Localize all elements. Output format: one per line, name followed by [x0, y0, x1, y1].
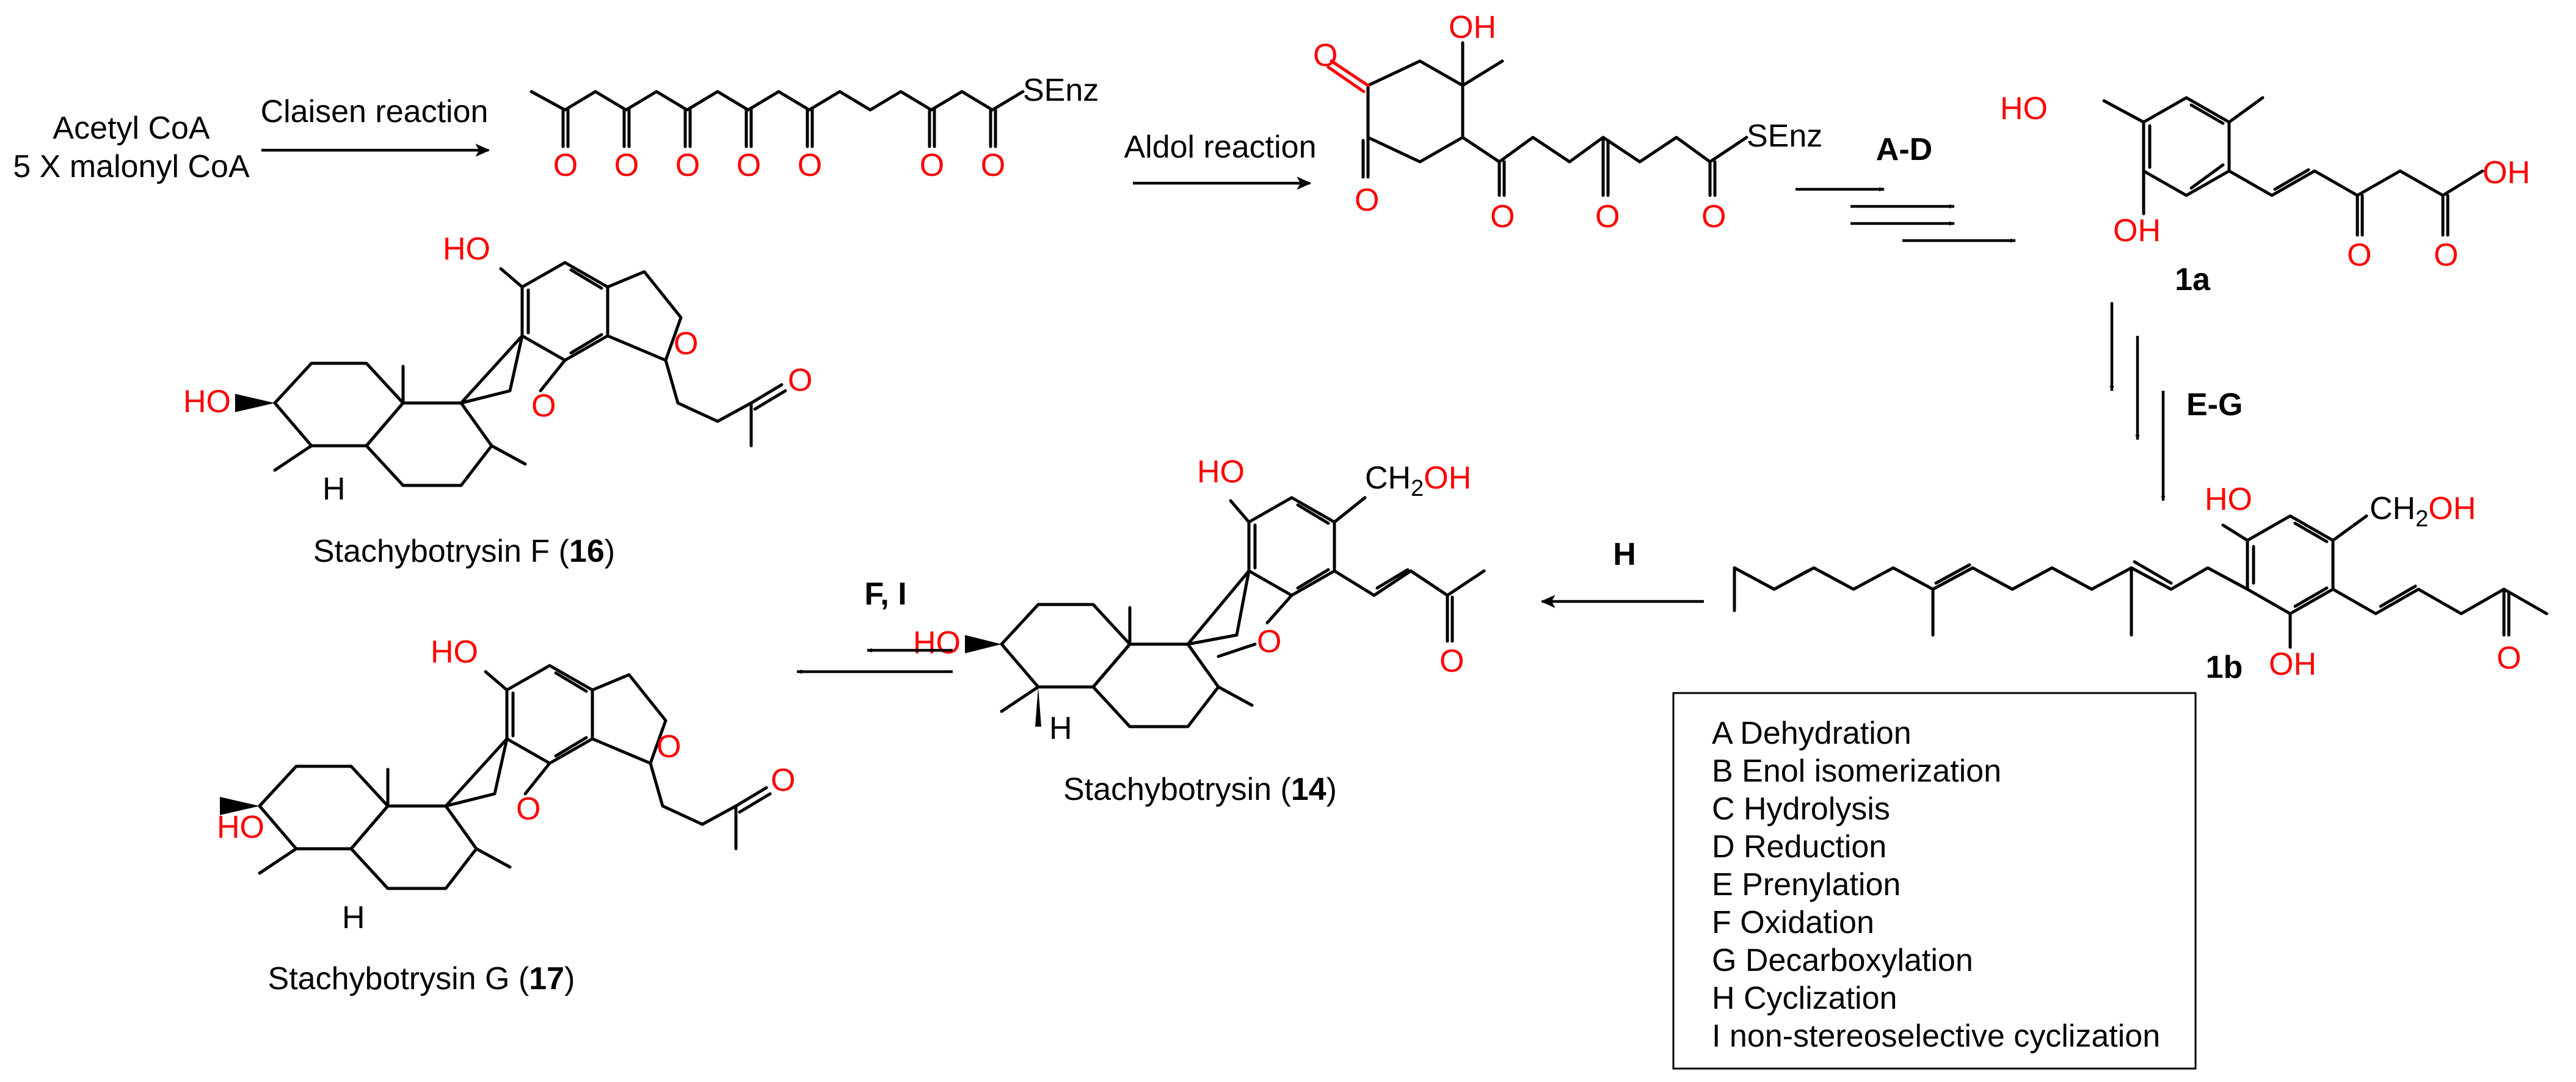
c14-ch2oh: CH2OH — [1365, 460, 1471, 501]
chain-o-4: O — [737, 148, 761, 183]
label-16: Stachybotrysin F (16) — [313, 534, 615, 569]
label-14: Stachybotrysin (14) — [1063, 772, 1337, 807]
chain-o-1: O — [553, 148, 578, 183]
aldol-o-3: O — [1701, 199, 1726, 234]
legend-item: I non-stereoselective cyclization — [1712, 1018, 2160, 1054]
legend-item: H Cyclization — [1712, 981, 1897, 1016]
c14-o-ketone: O — [1439, 644, 1464, 679]
c16-o-ketone: O — [788, 363, 812, 398]
aldol-o-top: O — [1313, 38, 1337, 73]
f-i-label: F, I — [864, 576, 906, 612]
c16-ho: HO — [183, 384, 231, 419]
label-1a: 1a — [2175, 262, 2211, 297]
label-17: Stachybotrysin G (17) — [268, 961, 575, 997]
compound-1b: HO CH2OH OH O — [1733, 482, 2549, 682]
c16-o-furan: O — [531, 388, 556, 424]
aldol-senz: SEnz — [1747, 118, 1822, 154]
label-1b: 1b — [2206, 650, 2243, 685]
start-acetyl-coa: Acetyl CoA — [53, 111, 210, 146]
c17-o-furan: O — [516, 791, 540, 827]
legend-item: D Reduction — [1712, 829, 1887, 865]
compound-17: HO O O O HO H — [217, 634, 795, 935]
aldol-o-1: O — [1490, 199, 1515, 234]
chain-senz: SEnz — [1023, 73, 1099, 108]
e-g-label: E-G — [2186, 387, 2243, 423]
c16-ho-ar: HO — [443, 231, 490, 267]
c17-ho: HO — [217, 810, 264, 845]
c14-ho: HO — [913, 625, 961, 661]
c14-h: H — [1049, 711, 1072, 746]
c1b-oh-bottom: OH — [2269, 647, 2316, 682]
c14-o-furan: O — [1257, 624, 1281, 659]
legend-item: B Enol isomerization — [1712, 753, 2001, 789]
c14-ho-ar: HO — [1197, 454, 1245, 490]
claisen-label: Claisen reaction — [261, 94, 489, 129]
chain-o-7: O — [981, 148, 1005, 183]
c1a-o-acid: O — [2434, 238, 2458, 273]
c1b-ho: HO — [2205, 482, 2252, 517]
legend-item: F Oxidation — [1712, 905, 1874, 940]
aldol-o-2: O — [1595, 199, 1620, 234]
start-malonyl-coa: 5 X malonyl CoA — [13, 149, 250, 184]
legend-item: C Hydrolysis — [1712, 791, 1890, 827]
chain-o-3: O — [675, 148, 700, 183]
aldol-oh: OH — [1449, 10, 1496, 45]
chain-o-6: O — [920, 148, 944, 183]
c17-ho-ar: HO — [431, 634, 478, 670]
compound-1a: HO OH O O OH — [2000, 91, 2530, 273]
c16-h: H — [322, 471, 346, 507]
c1a-oh-acid: OH — [2483, 155, 2530, 191]
c1a-oh-bottom: OH — [2113, 213, 2161, 249]
h-label: H — [1613, 537, 1636, 572]
legend-item: E Prenylation — [1712, 867, 1901, 902]
c1b-ch2oh-ch: CH2OH — [2370, 491, 2476, 532]
c16-o-ring: O — [674, 326, 698, 361]
aldol-o-ring: O — [1355, 183, 1379, 218]
chain-o-5: O — [798, 148, 822, 183]
legend-item: G Decarboxylation — [1712, 943, 1973, 978]
c17-o-ketone: O — [771, 763, 795, 798]
legend-box: A Dehydration B Enol isomerization C Hyd… — [1672, 692, 2197, 1070]
aldol-label: Aldol reaction — [1124, 129, 1316, 165]
a-d-label: A-D — [1876, 132, 1932, 167]
polyketide-chain: O O O O O O O SEnz — [529, 73, 1099, 183]
legend-item: A Dehydration — [1712, 716, 1912, 751]
compound-16: HO O O O HO H — [183, 231, 812, 507]
chain-o-2: O — [614, 148, 639, 183]
c17-h: H — [342, 900, 365, 935]
f-i-arrows — [796, 648, 953, 674]
e-g-arrows — [2109, 302, 2166, 501]
c1a-o-ketone: O — [2347, 238, 2371, 273]
c1b-o-ketone: O — [2497, 641, 2521, 676]
aldol-product: O OH O O O O SEnz — [1313, 10, 1822, 234]
c1a-ho-top: HO — [2000, 91, 2048, 126]
compound-14: HO CH2OH O O HO H — [913, 454, 1486, 746]
c17-o-ring: O — [657, 729, 681, 764]
a-d-arrows — [1796, 187, 2016, 243]
